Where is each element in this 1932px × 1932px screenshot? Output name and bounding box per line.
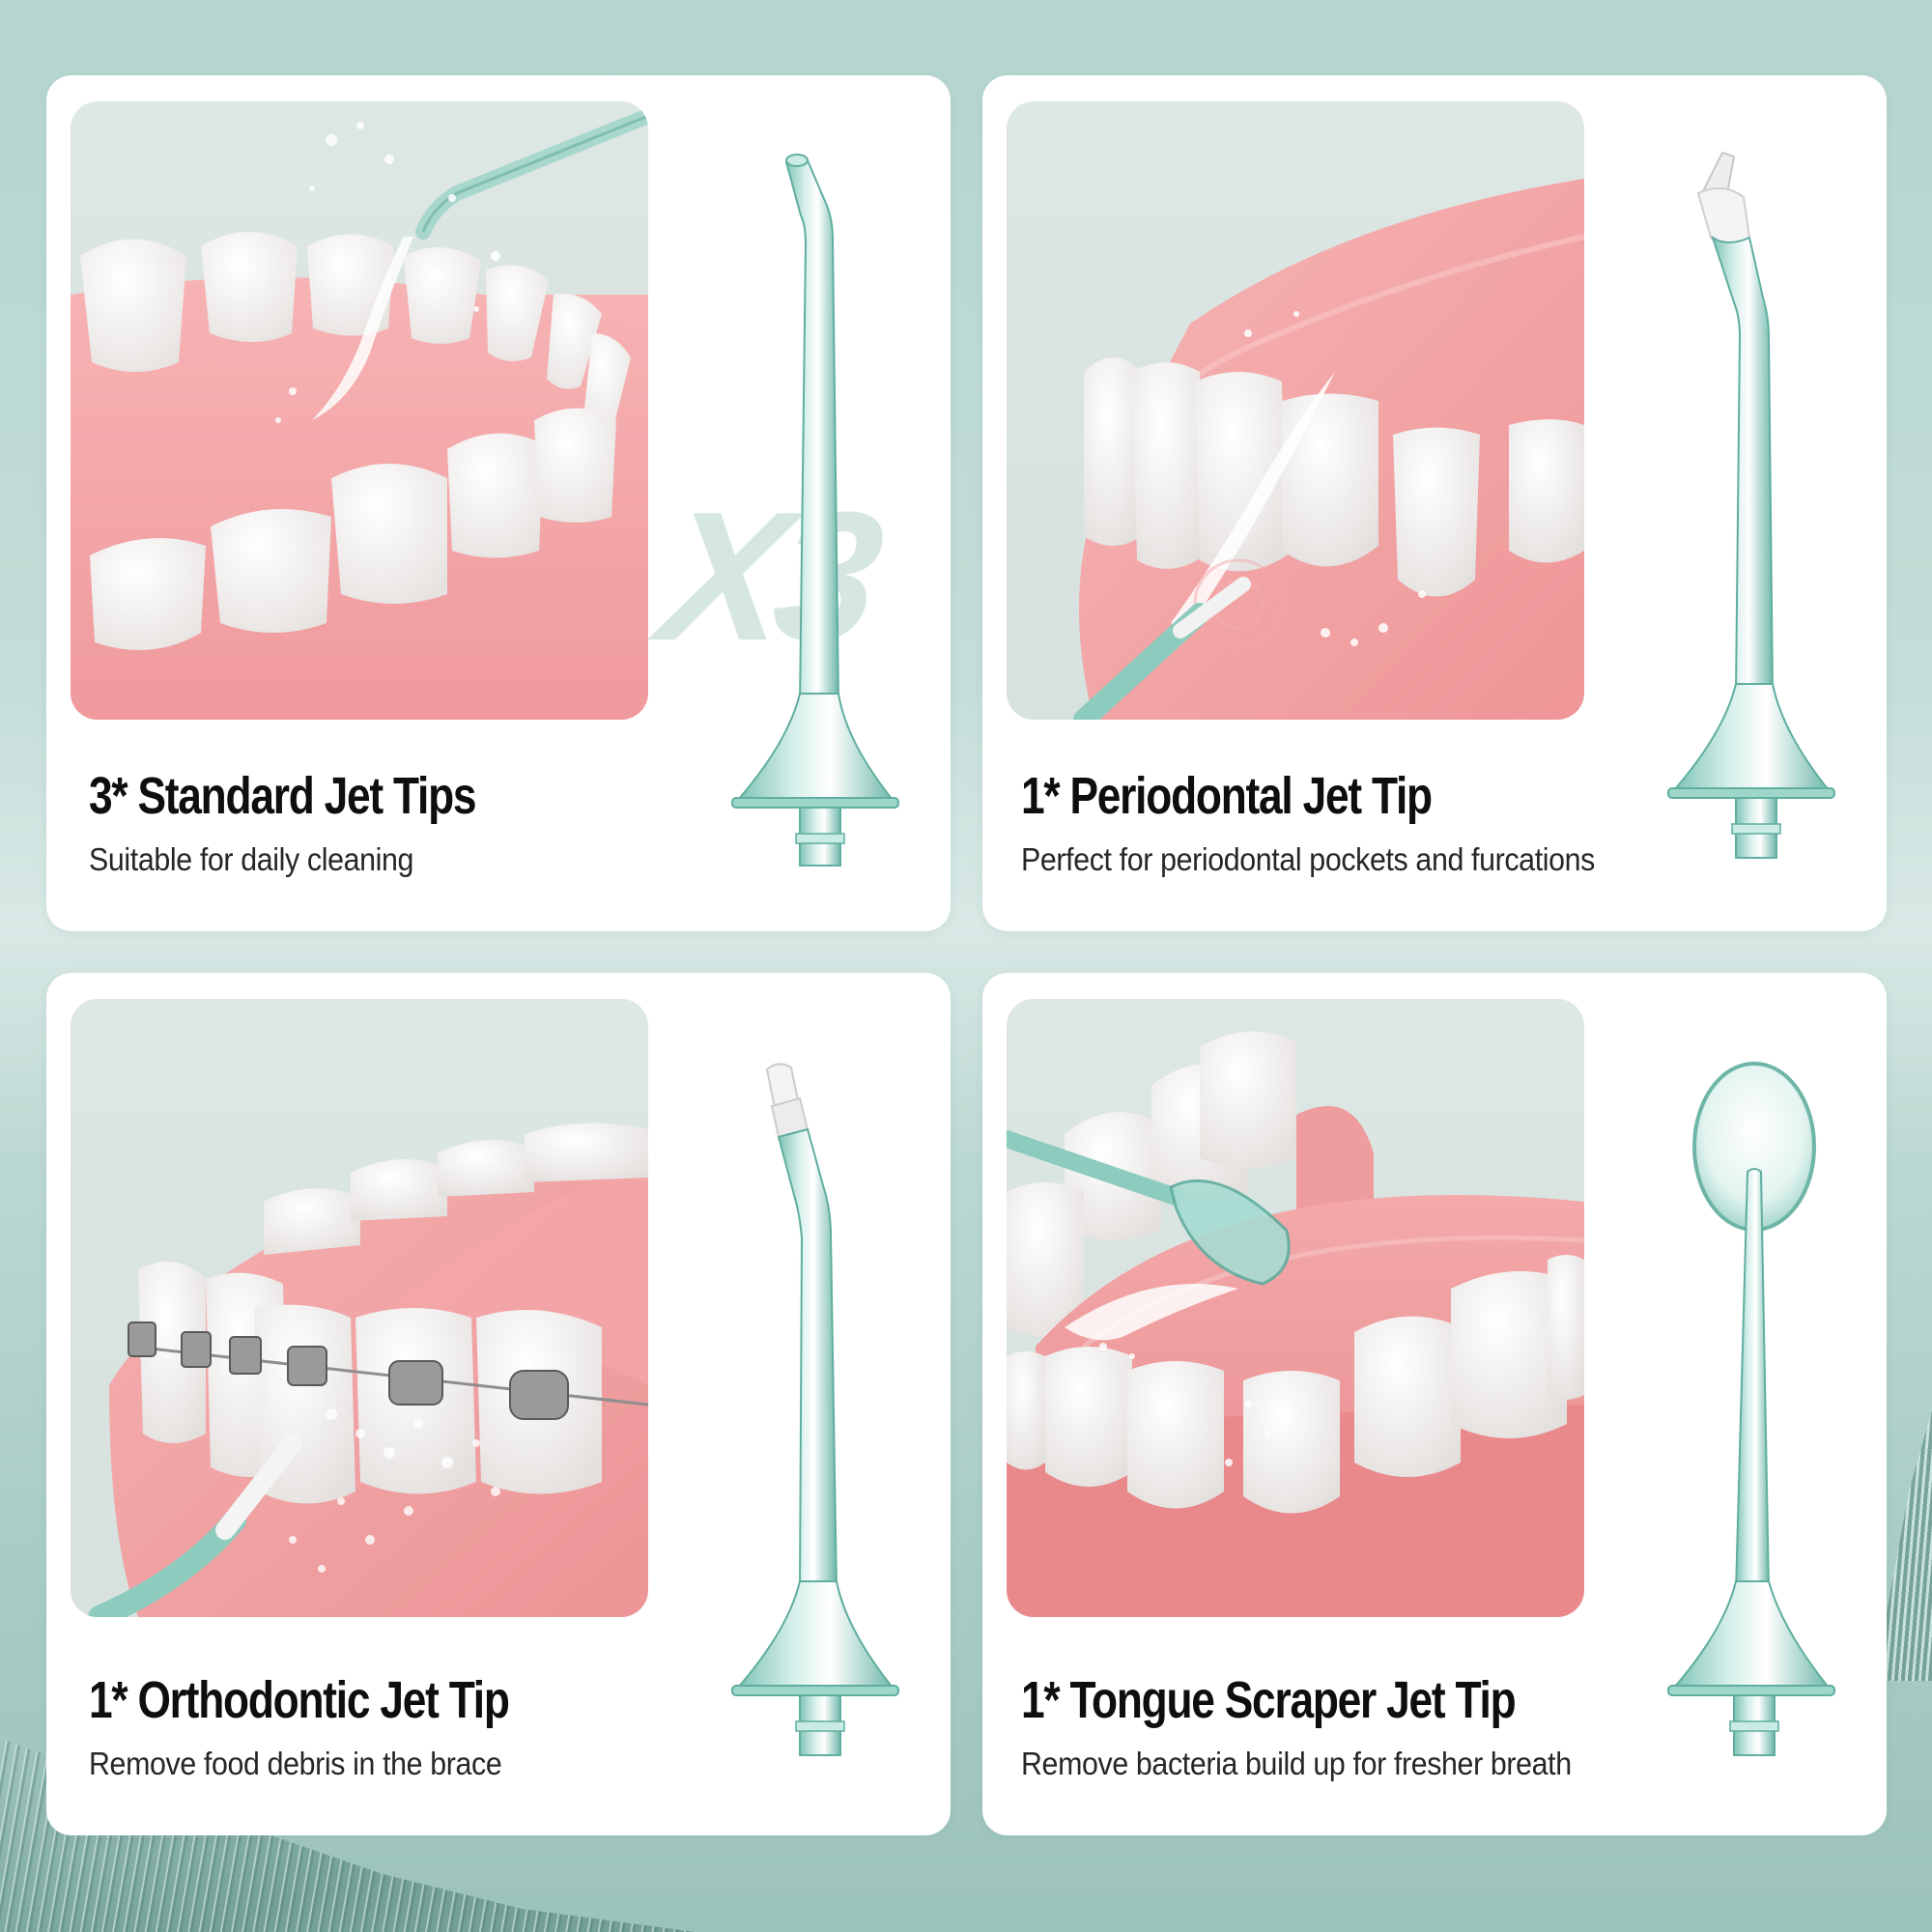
card-subtitle: Remove bacteria build up for fresher bre… (1021, 1746, 1572, 1781)
illustration-standard-cleaning (71, 101, 648, 720)
standard-jet-tip-product (719, 124, 912, 877)
tongue-scraper-illustration (1007, 1031, 1584, 1617)
tongue-scraper-tip-icon (1667, 1062, 1835, 1756)
teeth-water-jet-illustration (71, 108, 648, 720)
illustration-tongue-cleaning (1007, 999, 1584, 1617)
gumline-water-jet-illustration (1073, 179, 1584, 720)
card-title: 1* Periodontal Jet Tip (1021, 767, 1433, 825)
periodontal-jet-tip-product (1655, 124, 1848, 877)
card-standard-jet-tips: X3 3* Standard Jet Tips Suitable for dai… (46, 75, 951, 931)
card-subtitle: Suitable for daily cleaning (89, 841, 414, 877)
card-title: 1* Orthodontic Jet Tip (89, 1671, 510, 1729)
braces-water-jet-illustration (88, 1122, 648, 1617)
card-periodontal-jet-tip: 1* Periodontal Jet Tip Perfect for perio… (982, 75, 1887, 931)
tongue-scraper-jet-tip-product (1655, 1021, 1848, 1775)
periodontal-tip-icon (1667, 151, 1835, 859)
card-title: 1* Tongue Scraper Jet Tip (1021, 1671, 1517, 1729)
orthodontic-tip-icon (731, 1063, 899, 1756)
card-title: 3* Standard Jet Tips (89, 767, 477, 825)
card-tongue-scraper-jet-tip: 1* Tongue Scraper Jet Tip Remove bacteri… (982, 973, 1887, 1835)
card-orthodontic-jet-tip: 1* Orthodontic Jet Tip Remove food debri… (46, 973, 951, 1835)
standard-tip-icon (731, 154, 899, 867)
card-subtitle: Remove food debris in the brace (89, 1746, 502, 1781)
orthodontic-jet-tip-product (719, 1021, 912, 1775)
card-subtitle: Perfect for periodontal pockets and furc… (1021, 841, 1596, 877)
illustration-orthodontic-cleaning (71, 999, 648, 1617)
illustration-periodontal-cleaning (1007, 101, 1584, 720)
